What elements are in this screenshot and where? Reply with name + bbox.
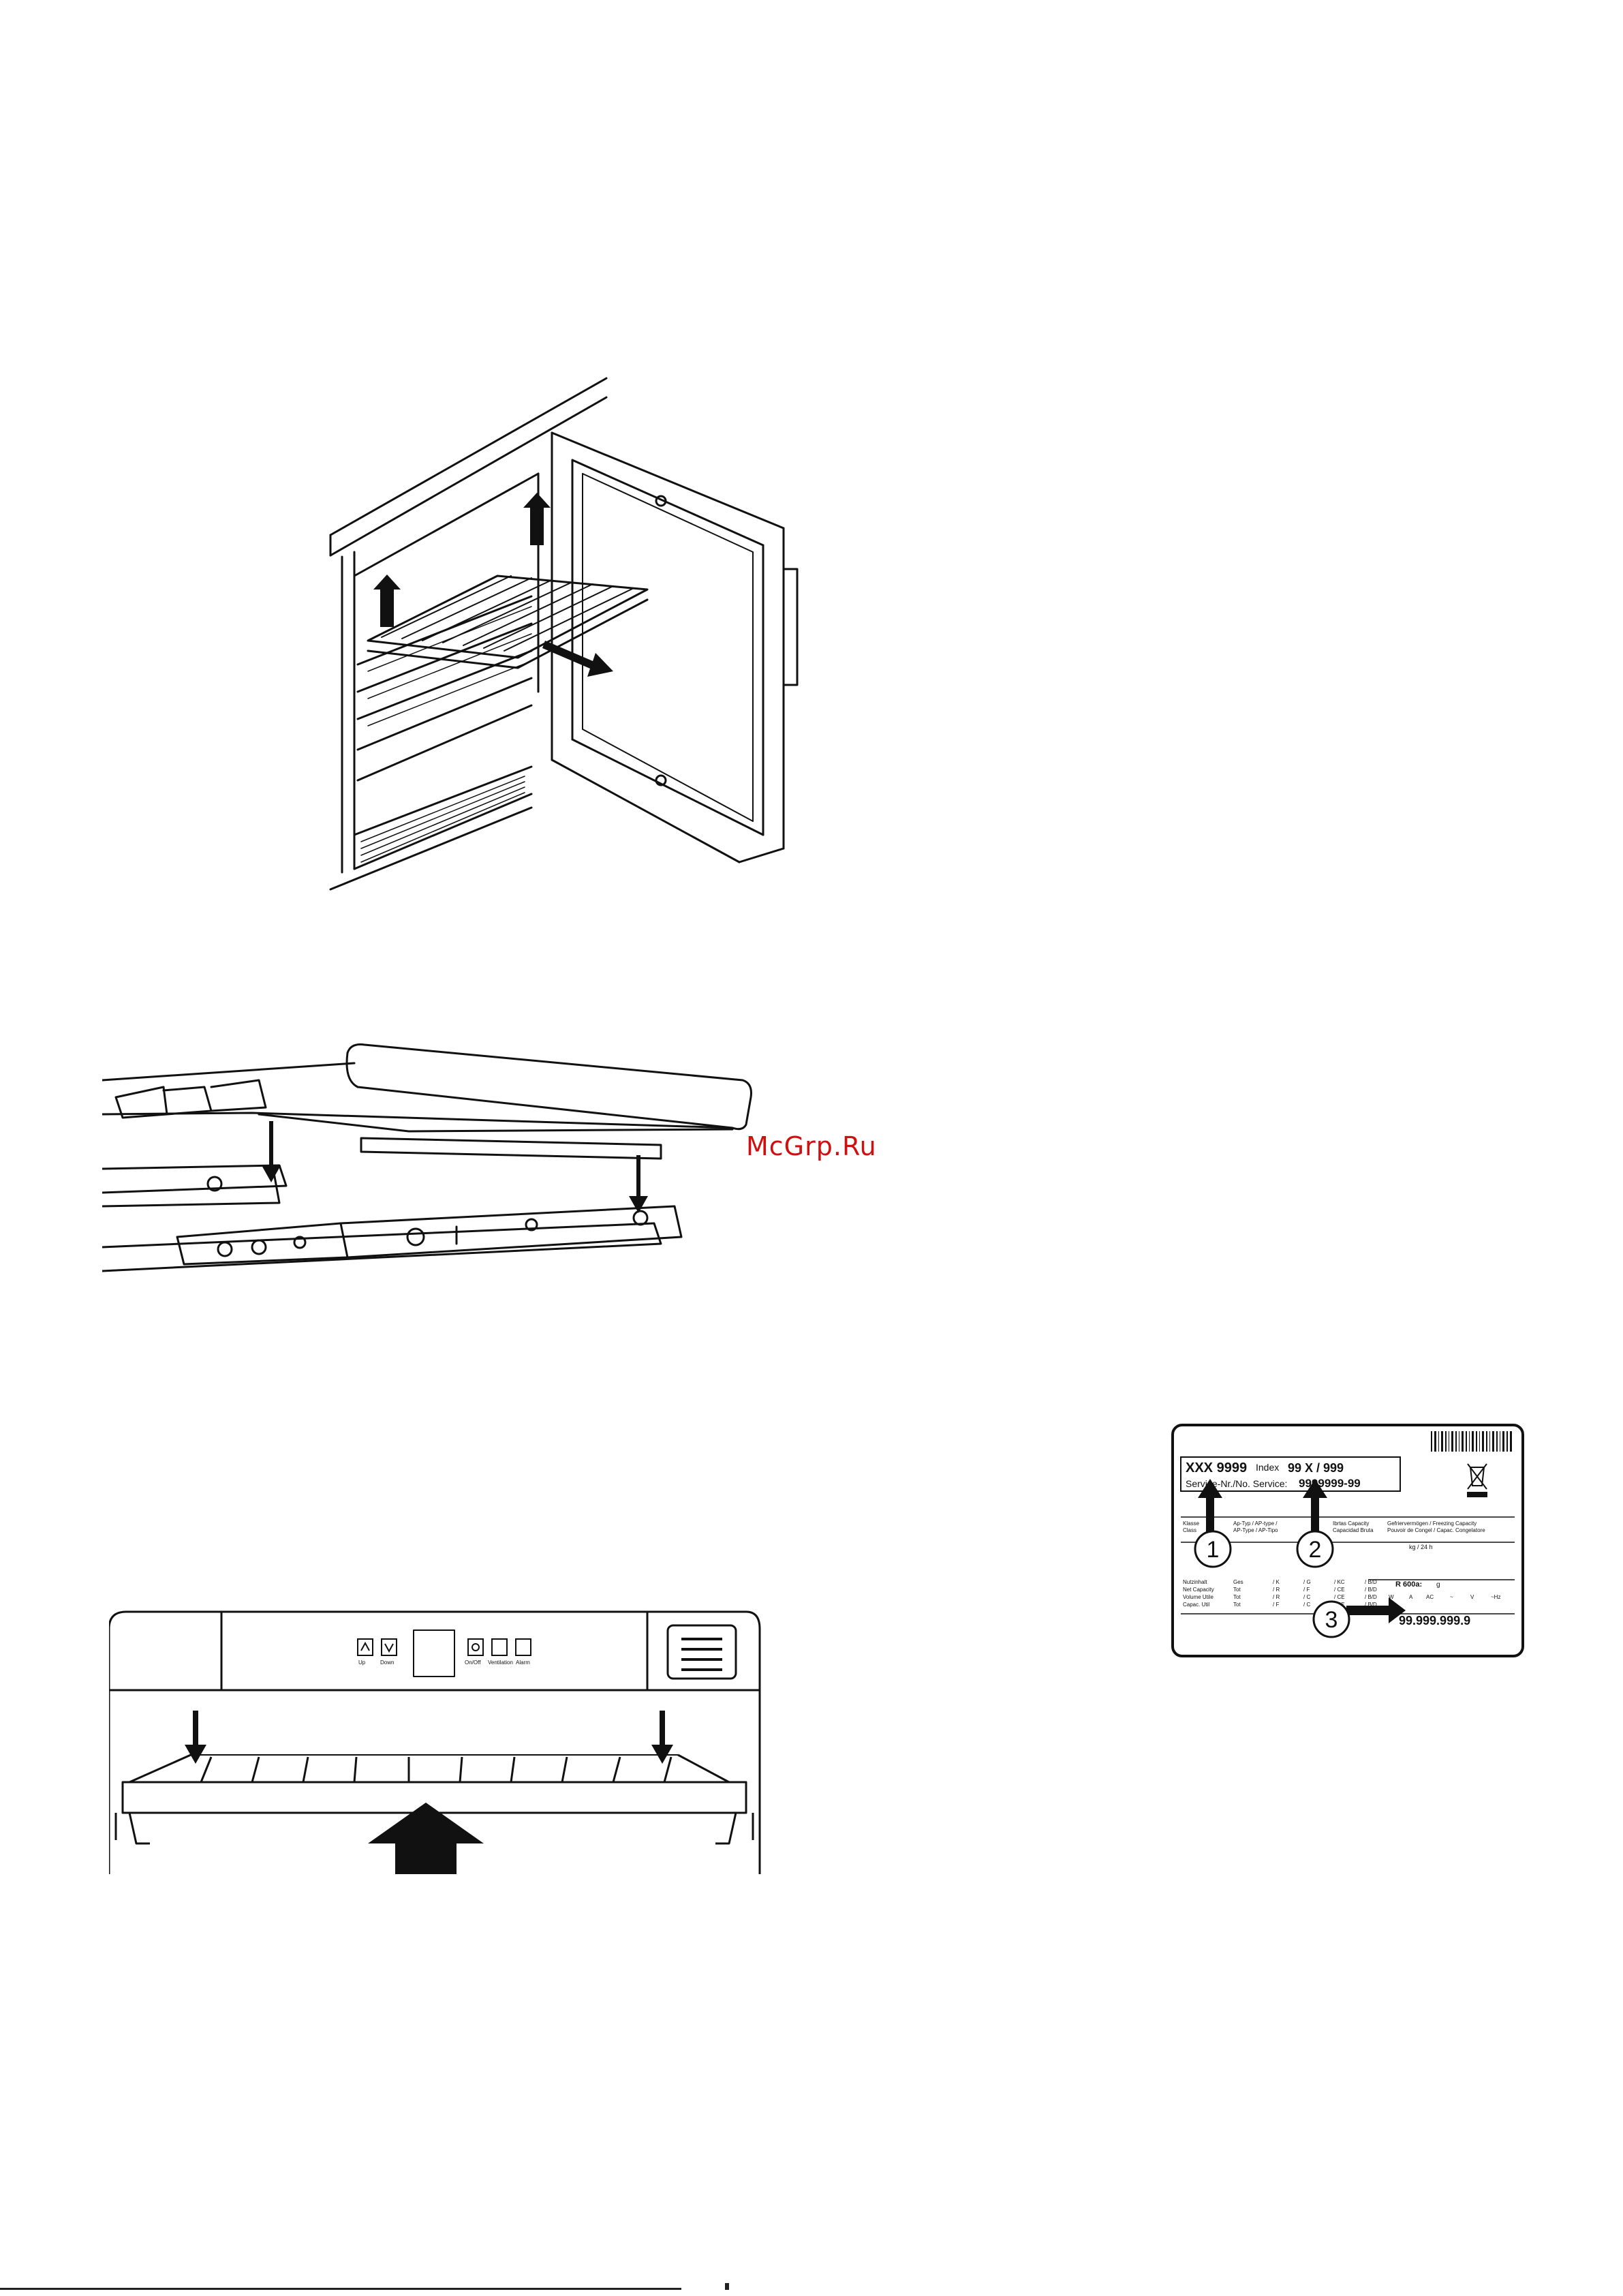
arrow-up-icon [1198,1479,1222,1535]
figure-control-panel: Up Down On/Off Ventilation Alarm [109,1608,762,1874]
down-button[interactable] [381,1638,397,1656]
arrow-down-icon [262,1121,281,1182]
capacity-left-1: Ibrtas Capacity [1333,1520,1369,1527]
ap-type-1: Ap-Typ / AP-type / [1233,1520,1278,1527]
vent-icon [666,1624,737,1680]
svg-text:Tot: Tot [1233,1587,1241,1593]
svg-text:/ B/D: / B/D [1365,1594,1377,1600]
arrow-up-icon [523,493,551,545]
callout-2 [1296,1530,1334,1568]
footer-tick [725,2283,729,2290]
arrow-right-icon [542,641,613,677]
callout-3-number: 3 [1325,1607,1338,1633]
svg-text:/ C: / C [1303,1594,1310,1600]
refrigerant-label: R 600a: [1395,1580,1422,1589]
capacity-left-2: Capacidad Bruta [1333,1527,1374,1533]
svg-text:/ B/D: / B/D [1365,1602,1377,1608]
svg-text:Net Capacity: Net Capacity [1183,1587,1214,1593]
svg-text:Tot: Tot [1233,1594,1241,1600]
rails-illustration [102,1043,752,1272]
rating-plate-illustration: XXX 9999 Index 99 X / 999 Service-Nr./No… [1171,1424,1524,1657]
svg-text:Nutzinhalt: Nutzinhalt [1183,1579,1207,1585]
volume-table: Nutzinhalt Ges / K / G / KC / B/D Net Capac… [1183,1579,1377,1608]
svg-text:/ G: / G [1303,1579,1311,1585]
model-number: XXX 9999 [1186,1460,1247,1475]
footer-rule [0,2288,681,2290]
arrow-up-icon [373,575,401,627]
capacity-2: Pouvoir de Congel / Capac. Congelatore [1387,1527,1485,1533]
callout-1 [1194,1530,1232,1568]
svg-text:/ C: / C [1303,1602,1310,1608]
kg-per-24h: kg / 24 h [1409,1544,1433,1550]
svg-text:V: V [1470,1594,1474,1600]
service-label: Service-Nr./No. Service: [1186,1478,1287,1489]
svg-text:~: ~ [1450,1594,1453,1600]
arrow-right-icon [1346,1597,1406,1623]
alarm-button[interactable] [515,1638,531,1656]
ventilation-label: Ventilation [488,1659,513,1666]
service-value: 9999999-99 [1299,1477,1361,1490]
svg-text:/ F: / F [1273,1602,1279,1608]
svg-text:Tot: Tot [1233,1602,1241,1608]
crossed-bin-icon [1467,1463,1487,1497]
refrigerant-unit: g [1436,1581,1440,1589]
callout-1-number: 1 [1207,1537,1220,1563]
on-off-button[interactable] [467,1638,484,1656]
svg-text:Ges: Ges [1233,1579,1243,1585]
svg-text:/ CE: / CE [1334,1594,1345,1600]
barcode-icon [1431,1431,1512,1452]
electrical-row: W A AC ~ V ~Hz [1389,1594,1500,1600]
up-label: Up [358,1659,366,1666]
svg-text:/ B/D: / B/D [1365,1587,1377,1593]
arrow-down-icon [629,1155,648,1213]
ventilation-button[interactable] [491,1638,508,1656]
svg-text:/ F: / F [1303,1587,1310,1593]
serial-number: 99.999.999.9 [1399,1614,1470,1627]
svg-text:W: W [1389,1594,1394,1600]
rating-plate: XXX 9999 Index 99 X / 999 Service-Nr./No… [1171,1423,1525,1658]
figure-cabinet-open [327,371,804,896]
svg-text:/ B/D: / B/D [1365,1579,1377,1585]
row-label-2: Class [1183,1527,1196,1533]
svg-text:/ R: / R [1273,1594,1280,1600]
control-panel-illustration: Up Down On/Off Ventilation Alarm [109,1610,761,1874]
arrow-up-icon [368,1803,484,1874]
row-label-1: Klasse [1183,1520,1200,1527]
ap-type-2: AP-Type / AP-Tipo [1233,1527,1278,1533]
svg-text:Capac. Util: Capac. Util [1183,1602,1209,1608]
svg-text:/ K: / K [1273,1579,1280,1585]
watermark: McGrp.Ru [746,1131,877,1161]
alarm-label: Alarm [516,1659,530,1666]
svg-text:/ R: / R [1273,1587,1280,1593]
on-off-label: On/Off [465,1659,481,1666]
cabinet-illustration [329,377,799,891]
arrow-down-icon [185,1711,206,1764]
svg-text:Volume Utile: Volume Utile [1183,1594,1214,1600]
callout-2-number: 2 [1309,1537,1322,1563]
arrow-down-icon [651,1711,673,1764]
index-label: Index [1256,1462,1279,1473]
figure-shelf-rails [102,1039,756,1274]
arrow-up-icon [1303,1479,1327,1535]
index-value: 99 X / 999 [1288,1461,1344,1475]
svg-text:AC: AC [1426,1594,1434,1600]
capacity-1: Gefriervermögen / Freezing Capacity [1387,1520,1477,1527]
svg-text:A: A [1409,1594,1413,1600]
svg-text:~Hz: ~Hz [1491,1594,1500,1600]
down-label: Down [380,1659,394,1666]
svg-text:/ KC: / KC [1334,1579,1345,1585]
svg-text:/ CE: / CE [1334,1587,1345,1593]
up-button[interactable] [357,1638,373,1656]
callout-3 [1312,1600,1350,1638]
